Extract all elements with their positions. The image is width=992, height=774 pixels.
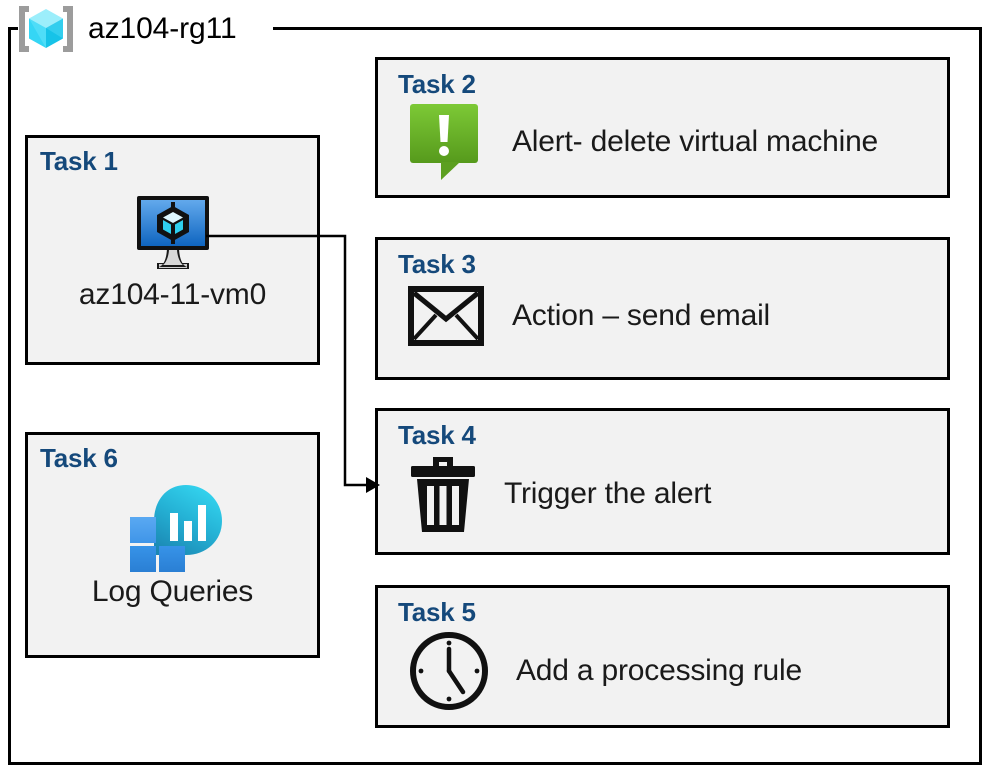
resource-group-name: az104-rg11 (88, 12, 237, 45)
task5-text: Add a processing rule (516, 654, 802, 687)
task-box-5[interactable]: Task 5 Add a processing rule (375, 585, 950, 728)
task4-text: Trigger the alert (504, 477, 712, 510)
task5-row: Add a processing rule (408, 630, 939, 712)
task1-icon-wrap (28, 193, 317, 271)
task2-row: Alert- delete virtual machine (408, 102, 939, 182)
task5-icon-wrap (408, 630, 490, 712)
task4-icon-wrap (408, 453, 478, 535)
alert-exclamation-bubble-icon (410, 104, 478, 180)
clock-icon (410, 632, 488, 710)
frame-border-left (8, 27, 11, 765)
resource-group-frame (8, 27, 982, 765)
task-label-3: Task 3 (398, 249, 476, 279)
task-box-2[interactable]: Task 2 Alert- delete virtual machine (375, 57, 950, 198)
task-label-4: Task 4 (398, 420, 476, 450)
task-label-6: Task 6 (40, 443, 118, 473)
resource-group-label: az104-rg11 (16, 2, 237, 56)
log-analytics-icon (129, 485, 222, 572)
envelope-icon (408, 286, 484, 346)
task-box-4[interactable]: Task 4 Trigger the alert (375, 408, 950, 555)
frame-border-top-left (8, 27, 18, 30)
task6-caption: Log Queries (91, 575, 254, 608)
task-label-2: Task 2 (398, 69, 476, 99)
task2-text: Alert- delete virtual machine (512, 125, 879, 158)
task3-text: Action – send email (512, 299, 771, 332)
task-box-1[interactable]: Task 1 (25, 135, 320, 365)
frame-border-top-right (273, 27, 982, 30)
task2-icon-wrap (408, 102, 486, 182)
task1-caption: az104-11-vm0 (78, 278, 267, 311)
frame-border-bottom (8, 762, 982, 765)
task4-row: Trigger the alert (408, 453, 939, 535)
resource-group-cube-icon (19, 6, 73, 52)
task3-icon-wrap (408, 285, 486, 347)
task-label-1: Task 1 (40, 146, 118, 176)
task-box-3[interactable]: Task 3 Action – send email (375, 237, 950, 380)
trash-can-icon (411, 457, 475, 532)
task3-row: Action – send email (408, 285, 939, 347)
task6-icon-wrap (28, 483, 317, 573)
task-label-5: Task 5 (398, 597, 476, 627)
task-box-6[interactable]: Task 6 (25, 432, 320, 658)
virtual-machine-icon (136, 196, 209, 269)
frame-border-right (979, 27, 982, 765)
